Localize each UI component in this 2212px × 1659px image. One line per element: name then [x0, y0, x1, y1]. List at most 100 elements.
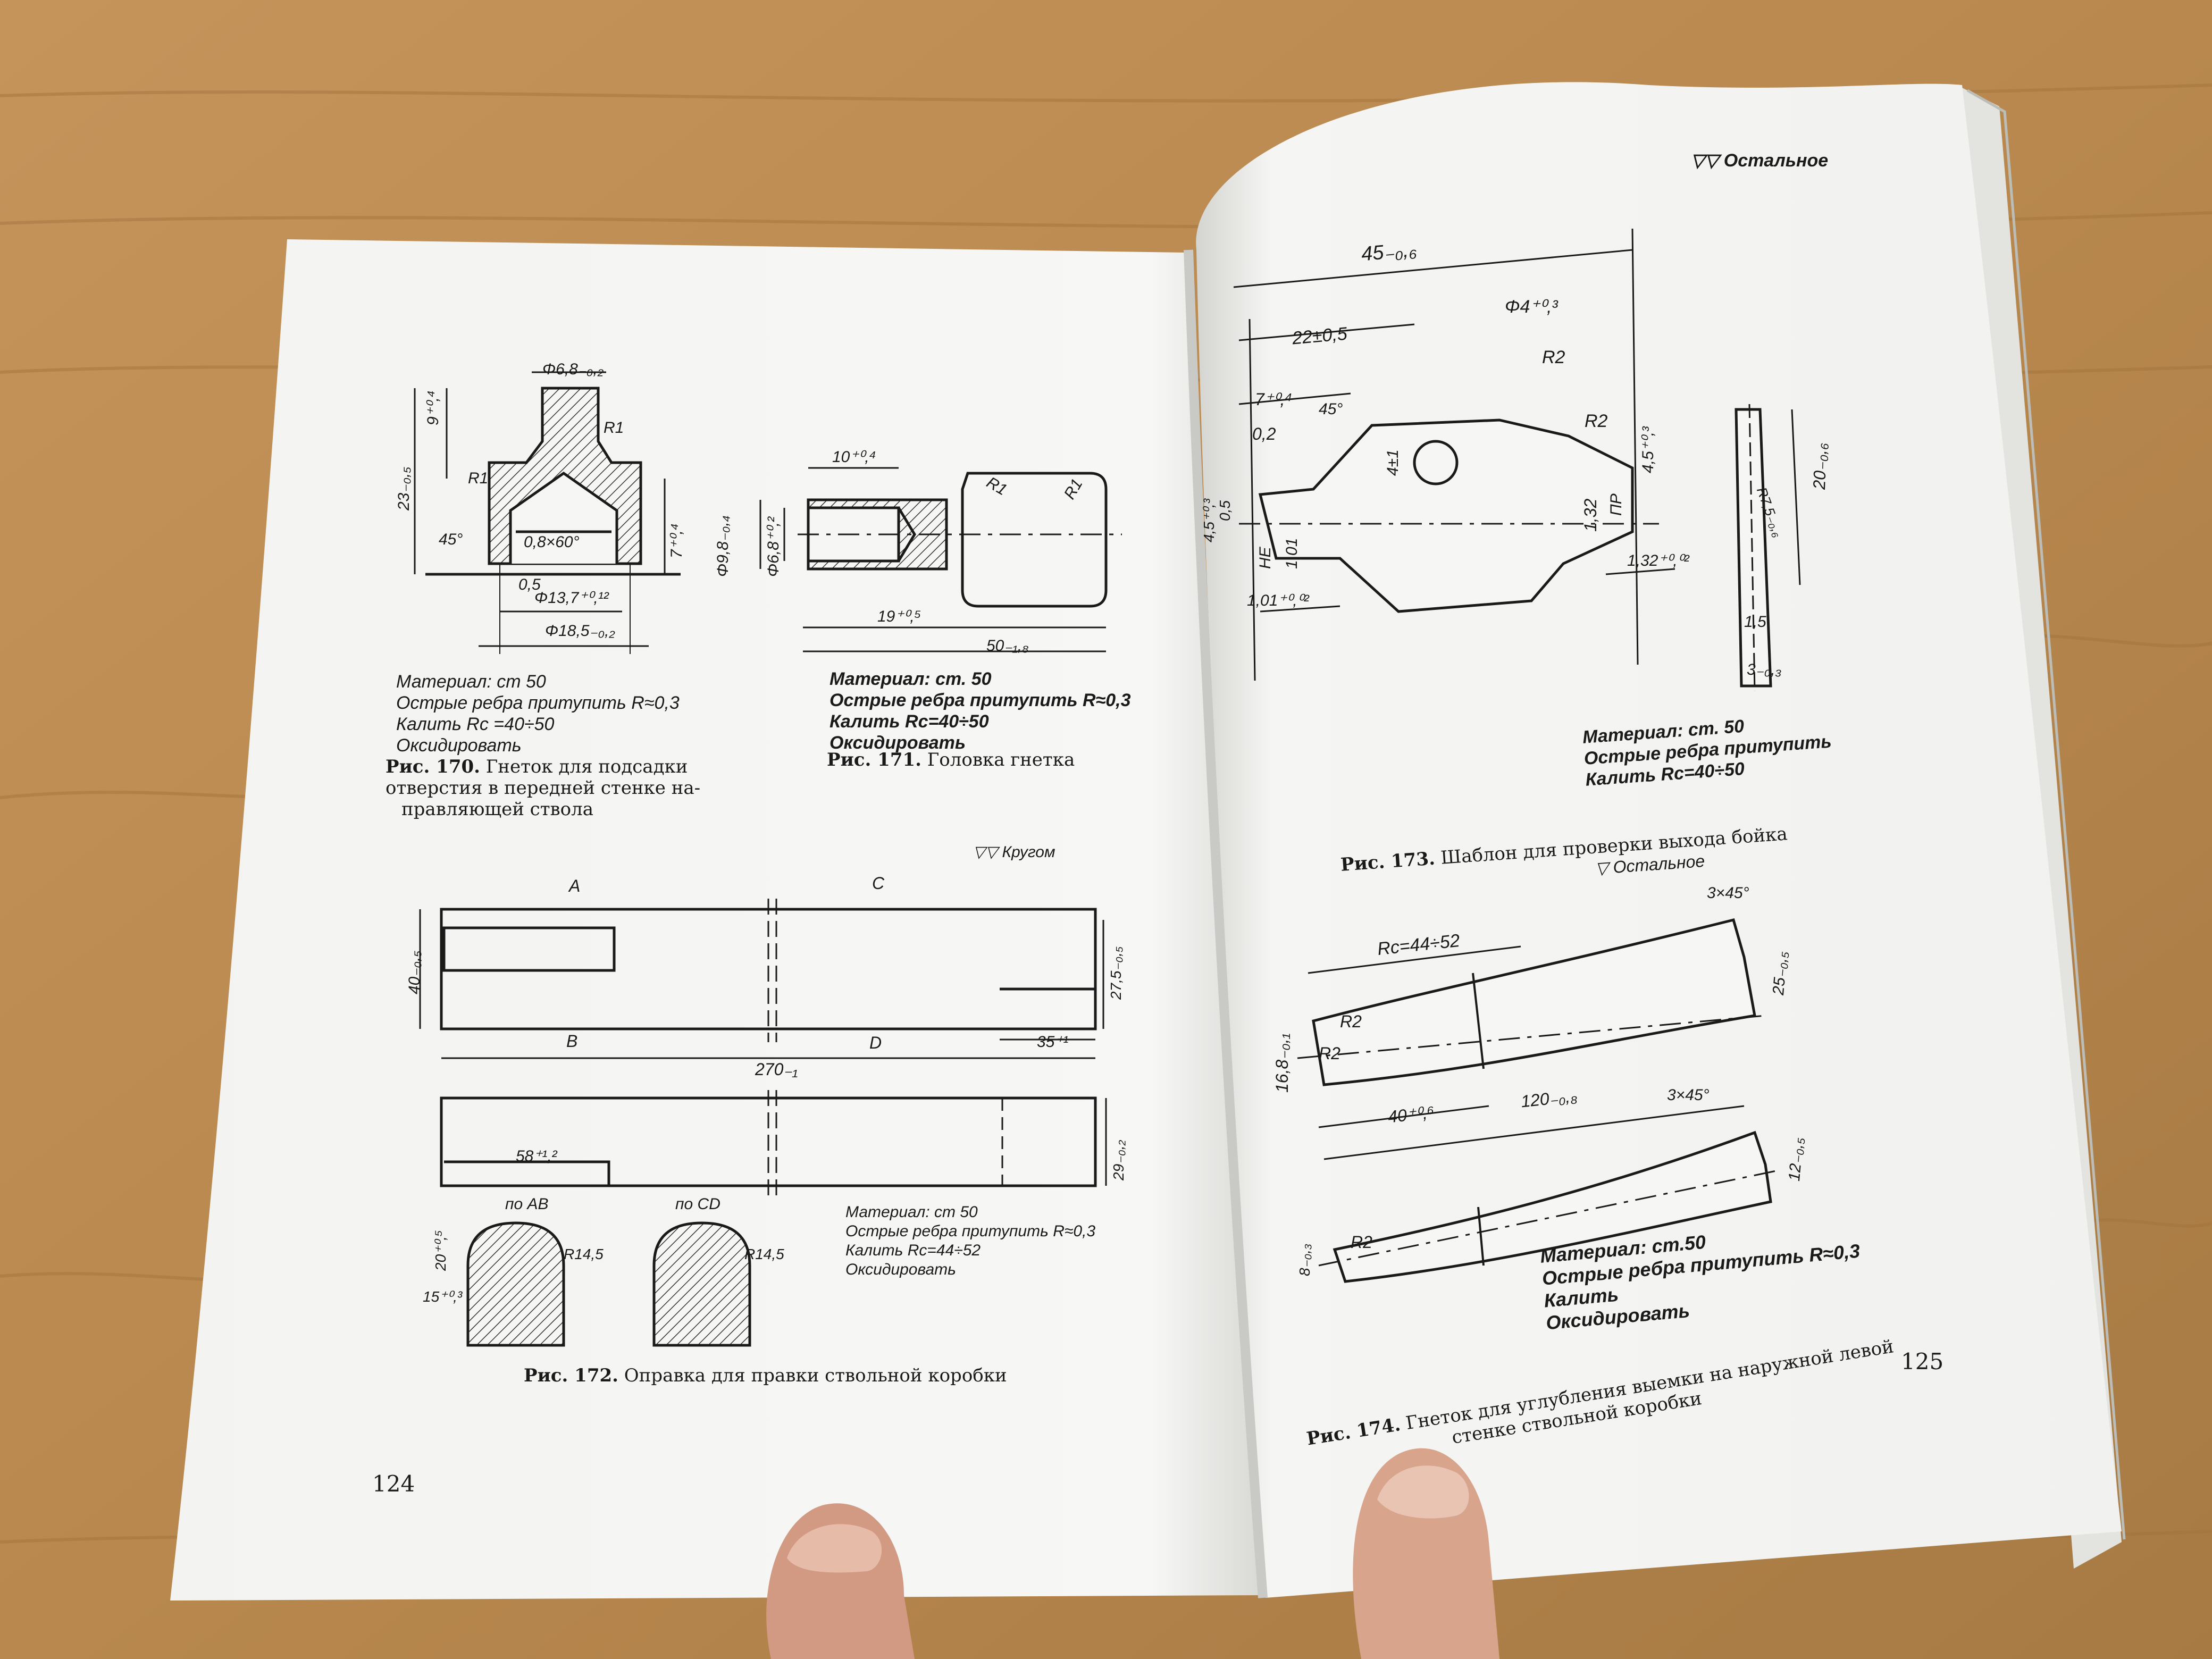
fig170-note-2: Острые ребра притупить R≈0,3 — [396, 693, 680, 713]
fig174-dim-r2b: R2 — [1319, 1044, 1340, 1063]
fig173-dim-h4: 4±1 — [1384, 449, 1402, 476]
fig170-note-1: Материал: ст 50 — [396, 672, 546, 692]
fig171-dim-d98: Φ9,8₋₀,₄ — [714, 515, 732, 577]
fig171-caption-text: Головка гнетка — [927, 749, 1075, 770]
fig172-label-c: C — [872, 874, 885, 893]
fig170-dim-chamfer: 0,8×60° — [524, 533, 580, 551]
fig172-drawing — [419, 899, 1107, 1347]
fig170-caption-line3: правляющей ствола — [401, 799, 594, 820]
fig174-dim-c3x45b: 3×45° — [1667, 1086, 1710, 1104]
fig173-dim-n101b: 1,01⁺⁰,⁰² — [1247, 592, 1309, 609]
fig171-dim-d68: Φ6,8⁺⁰,² — [765, 517, 782, 577]
fig172-note-2: Острые ребра притупить R≈0,3 — [845, 1222, 1096, 1240]
fig173-dim-l22: 22±0,5 — [1291, 323, 1348, 349]
fig173-dim-d4: Φ4⁺⁰,³ — [1505, 297, 1558, 317]
right-page-number: 125 — [1901, 1348, 1944, 1375]
fig170-dim-r1a: R1 — [468, 470, 489, 487]
fig172-dim-h15: 15⁺⁰,³ — [423, 1288, 463, 1305]
fig172-label-b: B — [566, 1032, 578, 1051]
fig174-dim-h168: 16,8₋₀,₁ — [1272, 1033, 1292, 1093]
fig172-note-3: Калить Rc=44÷52 — [845, 1242, 981, 1259]
fig173-dim-n45b: 4,5⁺⁰,³ — [1201, 498, 1217, 542]
fig170-note-4: Оксидировать — [396, 735, 522, 756]
fig174-dim-r2a: R2 — [1340, 1012, 1362, 1031]
fig170-caption-line2: отверстия в передней стенке на- — [386, 777, 701, 799]
fig174-dim-h25: 25₋₀,₅ — [1770, 950, 1791, 996]
fig171-notes: Материал: ст. 50 Острые ребра притупить … — [830, 670, 1131, 752]
fig173-dim-p132: 1,32 — [1581, 498, 1600, 532]
fig171-note-2: Острые ребра притупить R≈0,3 — [830, 690, 1131, 710]
left-page-number: 124 — [372, 1471, 415, 1497]
fig173-dim-h45: 4,5⁺⁰,³ — [1639, 426, 1657, 473]
fig171-note-4: Оксидировать — [830, 733, 966, 753]
fig172-section-ab: по AB — [505, 1195, 549, 1213]
fig173-dim-ne: НЕ — [1256, 547, 1274, 569]
fig171-note-3: Калить Rc=40÷50 — [830, 711, 989, 732]
fig173-dim-r2a: R2 — [1542, 347, 1565, 367]
fig172-surface-mark: ▽▽ Кругом — [973, 843, 1055, 861]
fig172-caption-text: Оправка для правки ствольной коробки — [624, 1365, 1007, 1386]
fig170-note-3: Калить Rc =40÷50 — [396, 714, 555, 734]
right-surface-mark-top: ▽▽ Остальное — [1691, 150, 1829, 171]
fig170-dim-h7: 7⁺⁰,⁴ — [668, 523, 685, 558]
fig173-side-h20: 20₋₀,₆ — [1809, 442, 1831, 490]
fig170-dim-d05: 0,5 — [518, 576, 541, 593]
fig170-dim-d137: Φ13,7⁺⁰,¹² — [534, 589, 609, 607]
fig172-dim-h20: 20⁺⁰,⁵ — [432, 1230, 449, 1271]
fig174-dim-r2c: R2 — [1351, 1233, 1372, 1252]
fig173-side-3: 3₋₀,₃ — [1747, 661, 1782, 678]
fig170-dim-d68: Φ6,8₋₀,₂ — [542, 361, 604, 378]
fig170-dim-angle45: 45° — [439, 531, 463, 548]
fig172-dim-h29: 29₋₀,₂ — [1110, 1139, 1127, 1180]
fig174-dim-c3x45a: 3×45° — [1707, 884, 1749, 902]
fig171-dim-l10: 10⁺⁰,⁴ — [832, 448, 876, 466]
fig172-dim-h40: 40₋₀,₅ — [406, 950, 423, 994]
fig171-note-1: Материал: ст. 50 — [830, 669, 992, 689]
fig172-caption-label: Рис. 172. — [524, 1365, 618, 1386]
fig170-caption-label: Рис. 170. — [386, 756, 480, 777]
fig172-note-4: Оксидировать — [845, 1261, 956, 1278]
fig172-notes: Материал: ст 50 Острые ребра притупить R… — [845, 1204, 1095, 1278]
fig170-caption: Рис. 170. Гнеток для подсадки отверстия … — [386, 758, 700, 818]
fig170-notes: Материал: ст 50 Острые ребра притупить R… — [396, 673, 680, 755]
fig171-dim-l19: 19⁺⁰,⁵ — [877, 608, 921, 625]
fig173-side-15: 1,5 — [1744, 613, 1766, 631]
fig172-caption: Рис. 172. Оправка для правки ствольной к… — [524, 1367, 1007, 1385]
fig172-dim-r145b: R14,5 — [744, 1246, 784, 1262]
fig173-drawing — [1233, 228, 1801, 692]
fig172-dim-r145a: R14,5 — [564, 1246, 604, 1262]
fig172-section-cd: по CD — [675, 1195, 720, 1213]
fig173-dim-pr: ПР — [1607, 493, 1625, 516]
fig174-dim-l40: 40⁺⁰,⁶ — [1387, 1102, 1436, 1127]
fig173-dim-n05: 0,5 — [1217, 500, 1233, 521]
thumb — [766, 1448, 1499, 1659]
fig172-dim-l35: 35⁺¹ — [1037, 1033, 1069, 1051]
fig171-drawing — [759, 467, 1122, 652]
fig173-dim-n132b: 1,32⁺⁰,⁰² — [1627, 552, 1689, 569]
fig173-dim-d02: 0,2 — [1252, 424, 1276, 443]
fig174-dim-h12: 12₋₀,₅ — [1786, 1136, 1807, 1182]
fig171-caption: Рис. 171. Головка гнетка — [827, 751, 1075, 769]
fig174-dim-h8: 8₋₀,₃ — [1296, 1243, 1313, 1276]
fig172-note-1: Материал: ст 50 — [845, 1203, 978, 1221]
fig170-dim-h9: 9⁺⁰,⁴ — [424, 390, 442, 425]
fig174-drawing — [1297, 918, 1782, 1283]
fig171-caption-label: Рис. 171. — [827, 749, 921, 770]
fig172-dim-l270: 270₋₁ — [755, 1060, 798, 1079]
fig171-dim-l50: 50₋₁,₈ — [986, 637, 1029, 655]
fig173-dim-a45: 45° — [1319, 400, 1343, 418]
fig172-label-d: D — [869, 1033, 882, 1052]
fig170-dim-h23: 23₋₀,₅ — [395, 466, 413, 510]
fig173-dim-r2b: R2 — [1585, 411, 1608, 431]
fig170-drawing — [414, 371, 681, 654]
fig172-dim-h275: 27,5₋₀,₅ — [1108, 946, 1124, 1000]
fig173-dim-n101: 1,01 — [1283, 538, 1301, 569]
fig170-caption-text: Гнеток для подсадки — [485, 756, 688, 777]
fig172-dim-l58: 58⁺¹,² — [516, 1147, 557, 1165]
fig170-dim-d185: Φ18,5₋₀,₂ — [545, 622, 615, 640]
fig173-dim-l45: 45₋₀,₆ — [1360, 238, 1418, 266]
fig173-dim-l7: 7⁺⁰,⁴ — [1255, 390, 1293, 409]
fig170-dim-r1b: R1 — [604, 419, 624, 437]
fig172-label-a: A — [569, 876, 581, 895]
